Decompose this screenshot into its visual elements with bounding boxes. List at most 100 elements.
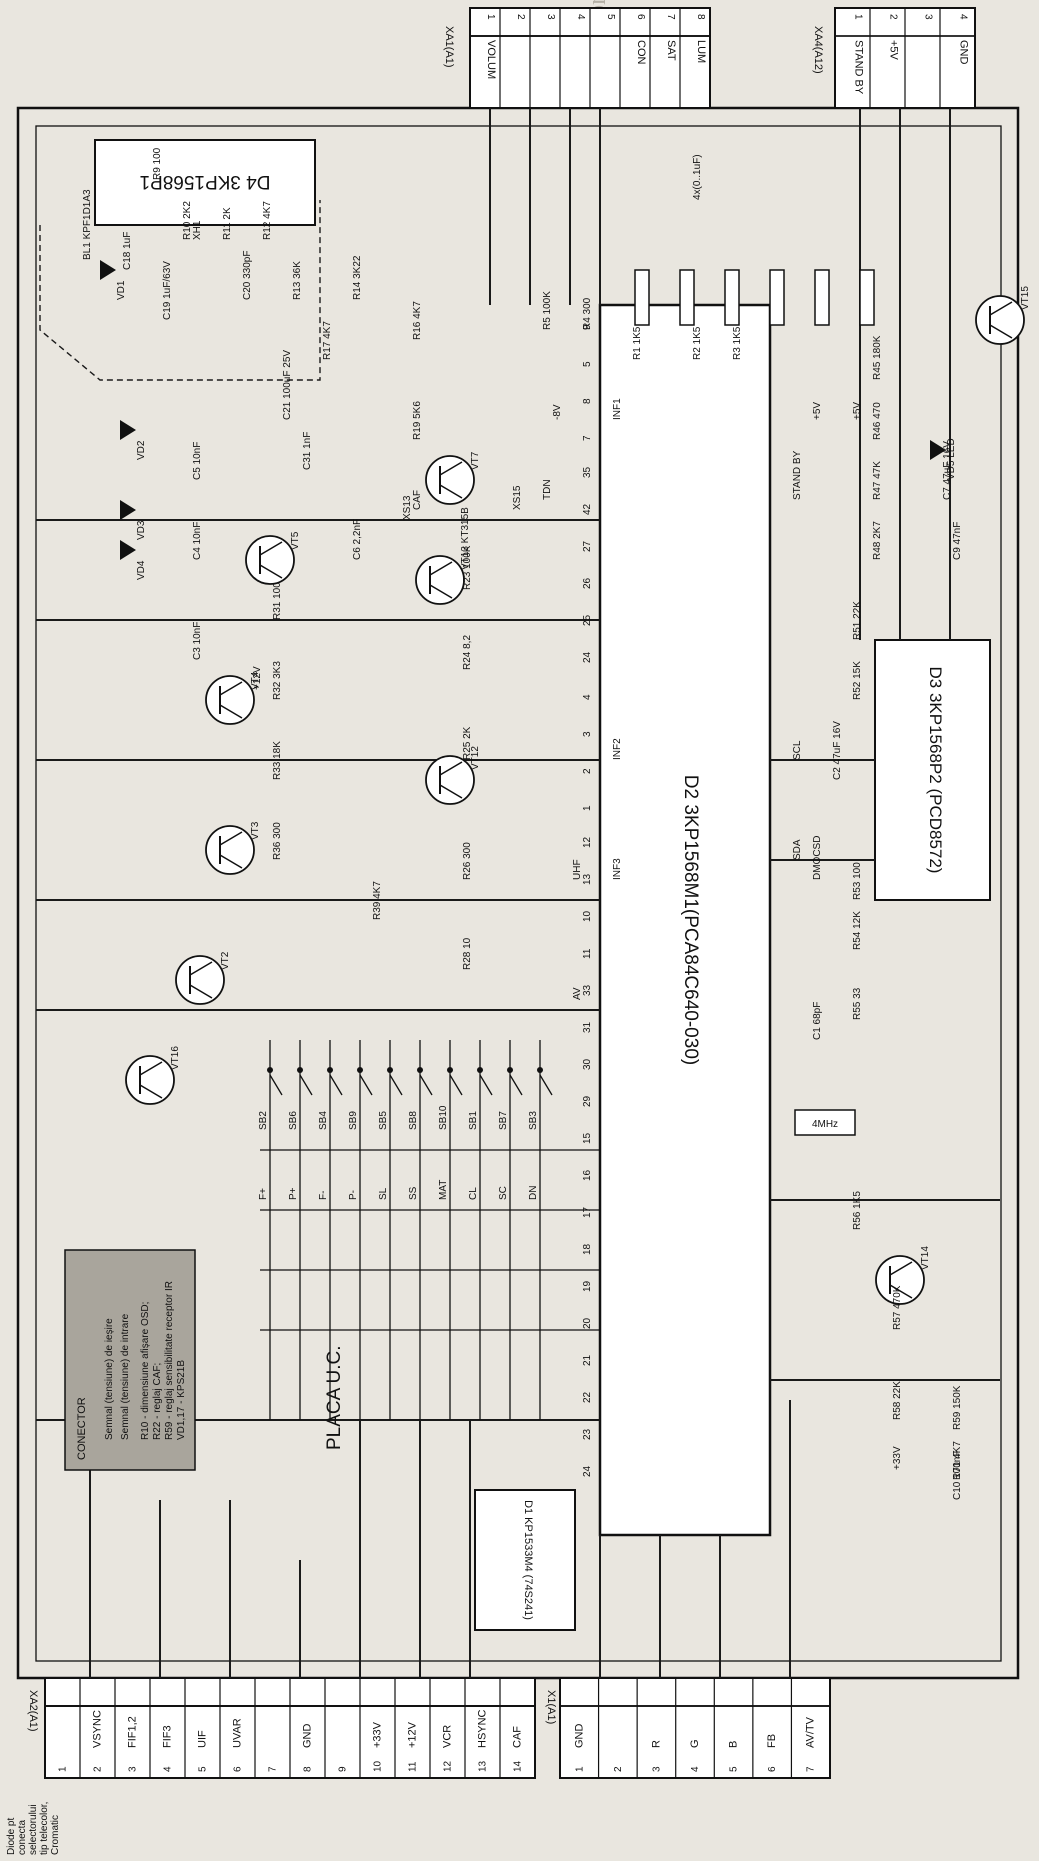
svg-text:D1 KP1533M4 (74S241): D1 KP1533M4 (74S241) bbox=[522, 1500, 534, 1620]
chip-pin-number: 18 bbox=[582, 1243, 593, 1255]
resistor-label: R16 4K7 bbox=[412, 301, 423, 340]
switch-sb2: SB2 bbox=[258, 1111, 269, 1130]
component-label: TDN bbox=[542, 479, 553, 500]
connector-pin-label: SAT bbox=[665, 40, 677, 61]
side-note-line: selectorului bbox=[28, 1804, 39, 1855]
resistor-label: R24 8,2 bbox=[462, 635, 473, 670]
resistor-label: R55 33 bbox=[852, 987, 863, 1020]
svg-text:VD1,17 - KPS21B: VD1,17 - KPS21B bbox=[176, 1360, 187, 1440]
chip-pin-number: 21 bbox=[582, 1354, 593, 1366]
resistor-label: R53 100 bbox=[852, 862, 863, 900]
resistor-label: R56 1K5 bbox=[852, 1191, 863, 1230]
switch-key: SL bbox=[378, 1187, 389, 1200]
switch-key: P+ bbox=[288, 1187, 299, 1200]
switch-key: MAT bbox=[438, 1180, 449, 1200]
connector-pin-label: G bbox=[689, 1739, 701, 1748]
connector-pin-number: 5 bbox=[729, 1766, 740, 1772]
switch-contact bbox=[387, 1067, 393, 1073]
legend-box: CONECTOR Semnal (tensiune) de ieșire Sem… bbox=[64, 1249, 196, 1471]
transistor-label: VT14 bbox=[920, 1246, 931, 1270]
svg-text:R10 - dimensiune afișare OSD;: R10 - dimensiune afișare OSD; bbox=[140, 1302, 151, 1440]
resistor-label: R19 5K6 bbox=[412, 401, 423, 440]
connector-pin-label: B bbox=[728, 1741, 740, 1748]
connector-pin-number: 4 bbox=[690, 1766, 701, 1772]
chip-pin-number: 11 bbox=[582, 948, 593, 959]
resistor-label: R31 100 bbox=[272, 582, 283, 620]
chip-pin-number: 27 bbox=[582, 540, 593, 552]
transistor-label: VT3 bbox=[250, 821, 261, 840]
resistor-label: R1 1K5 bbox=[632, 326, 643, 360]
component-label: UHF bbox=[572, 859, 583, 880]
switch-key: CL bbox=[468, 1187, 479, 1200]
connector-pin-label: GND bbox=[573, 1724, 585, 1749]
diode-symbol bbox=[100, 260, 116, 280]
chip-pin-number: 10 bbox=[582, 910, 593, 922]
transistor-symbol bbox=[205, 675, 255, 725]
resistor-symbol bbox=[634, 269, 650, 326]
connector-pin-label: CAF bbox=[512, 1726, 524, 1748]
connector-pin-number: 3 bbox=[128, 1766, 139, 1772]
switch-sb6: SB6 bbox=[288, 1111, 299, 1130]
resistor-label: R9 100 bbox=[152, 147, 163, 180]
connector-pin-label: FIF1,2 bbox=[127, 1716, 139, 1748]
connector-pin-number: 8 bbox=[695, 14, 706, 20]
component-label: SDA bbox=[792, 839, 803, 860]
component-label: SCL bbox=[792, 740, 803, 760]
component-label: BL1 KPF1D1A3 bbox=[82, 189, 93, 260]
resistor-label: R46 470 bbox=[872, 402, 883, 440]
board-label: PLACA U.C. bbox=[324, 1345, 345, 1450]
connector-pin-label: +5V bbox=[888, 40, 900, 61]
component-label: XH1 bbox=[192, 220, 203, 240]
svg-text:Semnal (tensiune) de ieșire: Semnal (tensiune) de ieșire bbox=[104, 1318, 115, 1440]
resistor-symbol bbox=[724, 269, 740, 326]
switch-key: DN bbox=[528, 1186, 539, 1200]
chip-pin-number: 24 bbox=[582, 651, 593, 663]
transistor-symbol bbox=[425, 755, 475, 805]
chip-pin-number: 19 bbox=[582, 1280, 593, 1292]
switch-sb5: SB5 bbox=[378, 1111, 389, 1130]
component-label: XS13 bbox=[402, 495, 413, 520]
diode-symbol bbox=[120, 500, 136, 520]
chip-pin-number: 2 bbox=[582, 768, 593, 774]
resistor-label: R51 22K bbox=[852, 601, 863, 640]
chip-d2: D2 3KP1568M1(PCA84C640-030) bbox=[598, 303, 772, 1537]
transistor-label: VT12 bbox=[470, 746, 481, 770]
svg-text:D3 3KP1568P2 (PCD8572): D3 3KP1568P2 (PCD8572) bbox=[926, 667, 945, 874]
resistor-label: R12 4K7 bbox=[262, 201, 273, 240]
connector-pin-label: +33V bbox=[372, 1721, 384, 1748]
connector-pin-label: UVAR bbox=[232, 1718, 244, 1748]
component-label: DMOCSD bbox=[812, 836, 823, 880]
connector-pin-label: VSYNC bbox=[92, 1710, 104, 1748]
switch-contact bbox=[447, 1067, 453, 1073]
switch-sb8: SB8 bbox=[408, 1111, 419, 1130]
resistor-label: R5 100K bbox=[542, 291, 553, 330]
connector-pin-label: FB bbox=[766, 1734, 778, 1748]
chip-pin-number: 7 bbox=[582, 435, 593, 441]
transistor-symbol bbox=[175, 955, 225, 1005]
diode-symbol bbox=[120, 540, 136, 560]
connector-pin-number: 7 bbox=[665, 14, 676, 20]
component-label: AV bbox=[572, 987, 583, 1000]
connector-pin-number: 6 bbox=[767, 1766, 778, 1772]
capacitor-label: C6 2,2nF bbox=[352, 519, 363, 560]
chip-pin-number: 30 bbox=[582, 1058, 593, 1070]
connector-pin-label: +12V bbox=[407, 1721, 419, 1748]
capacitor-label: C3 10nF bbox=[192, 622, 203, 660]
connector-pin-number: 12 bbox=[443, 1760, 454, 1772]
chip-pin-number: 20 bbox=[582, 1317, 593, 1329]
resistor-label: R25 2K bbox=[462, 726, 473, 760]
component-label: +33V bbox=[892, 1446, 903, 1470]
capacitor-label: C20 330pF bbox=[242, 251, 253, 300]
connector-pin-number: 1 bbox=[853, 14, 864, 20]
capacitor-label: C2 47uF 16V bbox=[832, 721, 843, 780]
resistor-label: R36 300 bbox=[272, 822, 283, 860]
resistor-label: R59 150K bbox=[952, 1385, 963, 1430]
connector-pin-number: 1 bbox=[485, 14, 496, 20]
connector-pin-number: 4 bbox=[163, 1766, 174, 1772]
transistor-label: VT13 KT315B bbox=[460, 507, 471, 570]
transistor-label: VT7 bbox=[470, 451, 481, 470]
switch-key: F+ bbox=[258, 1188, 269, 1200]
chip-pin-number: 3 bbox=[582, 731, 593, 737]
